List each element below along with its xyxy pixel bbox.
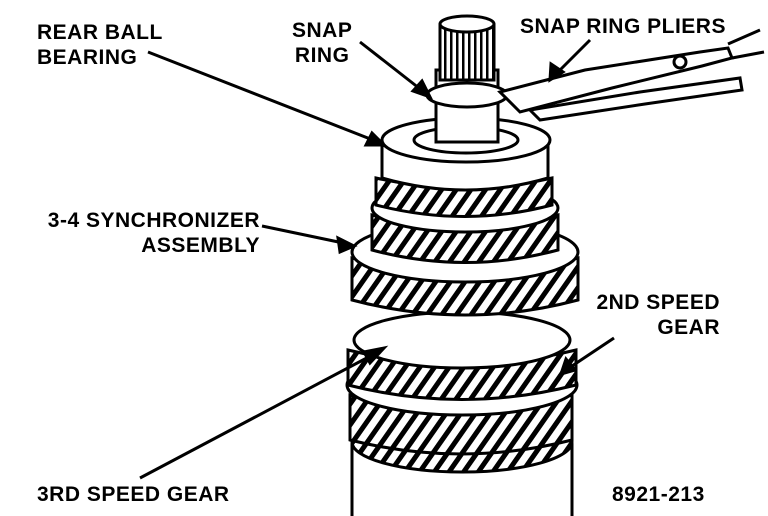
snap-ring-shape (425, 81, 509, 109)
label-snap-ring-line1: SNAP (292, 19, 353, 42)
leader-snap-ring (359, 40, 425, 94)
label-second-speed-gear-line1: 2ND SPEED (596, 291, 720, 314)
shaft-top (438, 14, 496, 34)
label-rear-ball-bearing: REAR BALL BEARING (37, 20, 163, 70)
figure-number: 8921-213 (612, 483, 705, 506)
label-second-speed-gear-line2: GEAR (657, 316, 720, 339)
leader-rear-ball-bearing (147, 50, 379, 144)
label-rear-ball-bearing-line1: REAR BALL (37, 21, 163, 44)
label-synchronizer: 3-4 SYNCHRONIZER ASSEMBLY (30, 208, 260, 258)
label-snap-ring-pliers: SNAP RING PLIERS (520, 15, 726, 38)
leader-second-speed-gear (565, 336, 615, 372)
label-snap-ring-line2: RING (294, 44, 350, 67)
label-synchronizer-line1: 3-4 SYNCHRONIZER (47, 209, 260, 232)
label-third-speed-gear: 3RD SPEED GEAR (37, 483, 230, 506)
second-speed-gear-top (352, 310, 572, 370)
leader-synchronizer (261, 224, 349, 246)
label-rear-ball-bearing-line2: BEARING (37, 46, 138, 69)
leader-third-speed-gear (139, 350, 379, 480)
label-second-speed-gear: 2ND SPEED GEAR (590, 290, 720, 340)
label-synchronizer-line2: ASSEMBLY (141, 234, 260, 257)
label-snap-ring: SNAP RING (292, 18, 352, 68)
